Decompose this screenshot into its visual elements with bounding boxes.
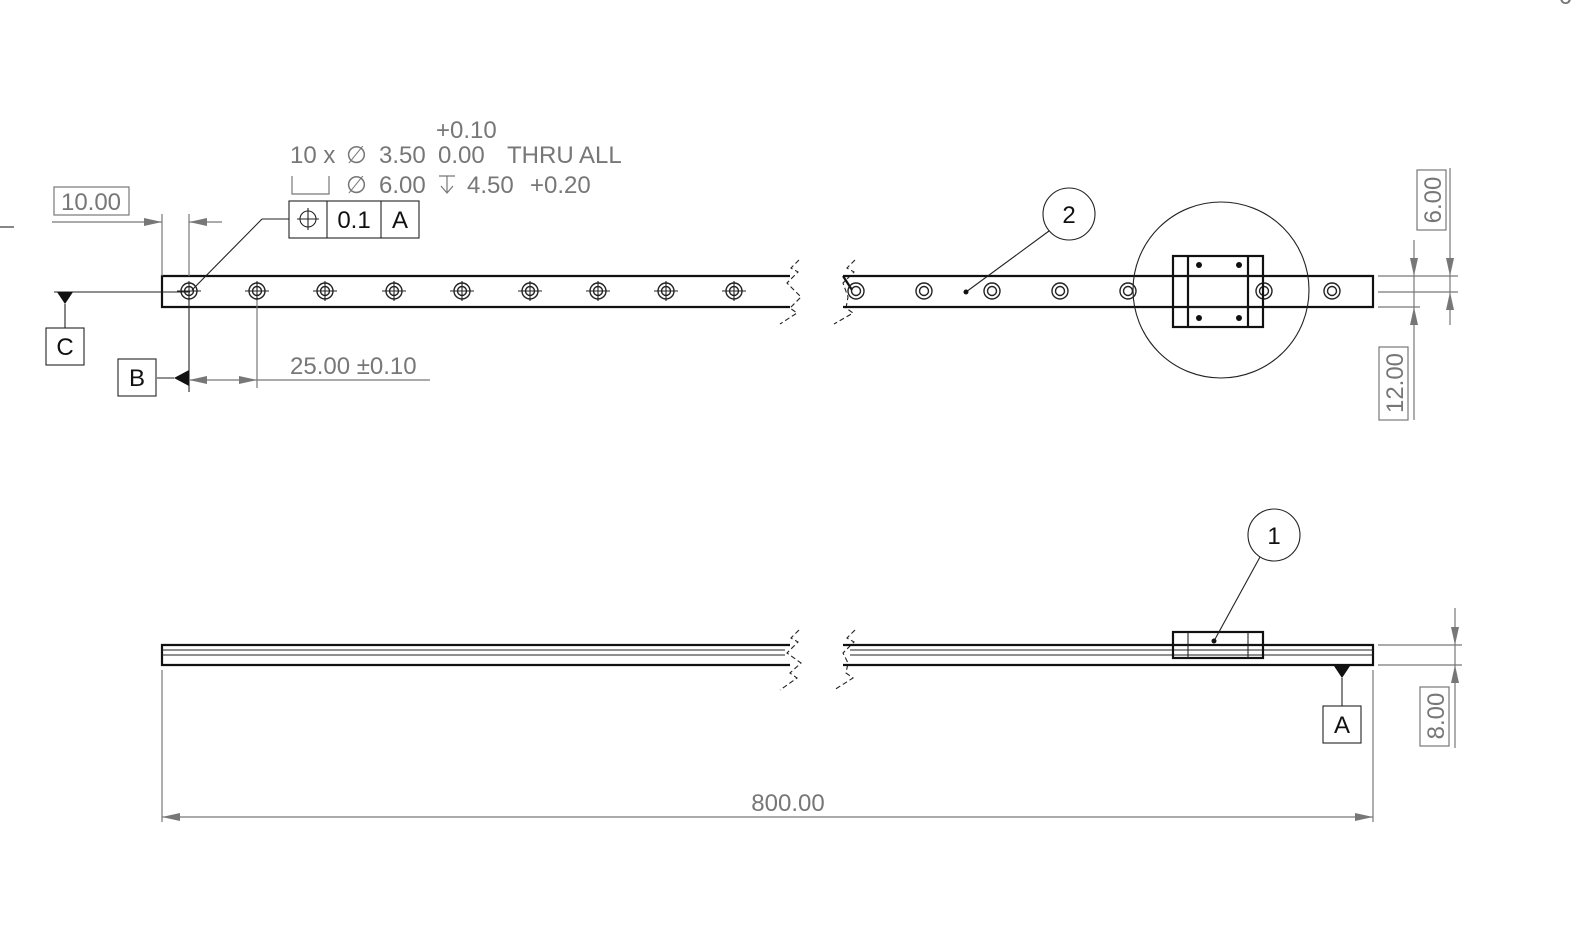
mounting-hole: [847, 282, 865, 300]
fcf-tolerance: 0.1: [337, 207, 370, 234]
datum-c: C: [45, 291, 190, 366]
mounting-hole: [450, 281, 474, 301]
dim-pitch: 25.00 ±0.10: [189, 300, 430, 388]
break-line-left-front: [779, 629, 802, 691]
datum-a: A: [1322, 666, 1362, 744]
mounting-hole: [1051, 282, 1069, 300]
rail-width-value: 12.00: [1382, 353, 1409, 413]
mounting-hole: [983, 282, 1001, 300]
pitch-value: 25.00 ±0.10: [290, 353, 417, 380]
datum-c-label: C: [56, 334, 73, 361]
fcf-datum: A: [392, 207, 408, 234]
balloon-rail: 2: [963, 187, 1096, 295]
block-height-value: 8.00: [1423, 693, 1450, 740]
mounting-holes-left: [177, 281, 746, 301]
depth-tolerance: +0.20: [530, 172, 591, 199]
cbore-diameter: 6.00: [379, 172, 426, 199]
mounting-hole: [1323, 282, 1341, 300]
carriage-top-view: [1132, 201, 1310, 379]
datum-a-label: A: [1334, 712, 1350, 739]
rail-break-edge: [842, 275, 853, 291]
carriage-screw: [1196, 315, 1202, 321]
mounting-hole: [586, 281, 610, 301]
hole-callout: 10 x ∅ 3.50 +0.10 0.00 THRU ALL ∅ 6.00 4…: [191, 117, 622, 291]
datum-b-label: B: [129, 365, 145, 392]
dim-overall-length: 800.00: [161, 670, 1374, 822]
dim-edge-offset: 10.00: [52, 186, 222, 276]
tol-upper: +0.10: [436, 117, 497, 144]
datum-b: B: [117, 292, 190, 397]
mounting-holes-right: [847, 282, 1341, 300]
rail-height-value: 6.00: [1420, 177, 1447, 224]
thru-all: THRU ALL: [507, 142, 622, 169]
edge-offset-value: 10.00: [61, 189, 121, 216]
mounting-hole: [915, 282, 933, 300]
mounting-hole: [518, 281, 542, 301]
diameter-symbol: ∅: [346, 142, 367, 169]
hole-count: 10 x: [290, 142, 335, 169]
carriage-screw: [1196, 262, 1202, 268]
mounting-hole: [654, 281, 678, 301]
detail-circle: [1132, 201, 1310, 379]
mounting-hole: [245, 281, 269, 301]
break-line-right-front: [833, 629, 856, 691]
sheet-corner-mark: 6: [1559, 0, 1572, 10]
dim-block-height: 8.00: [1378, 608, 1462, 748]
dim-rail-height: 6.00: [1378, 168, 1458, 325]
overall-length-value: 800.00: [751, 790, 824, 817]
mounting-hole: [313, 281, 337, 301]
carriage-side-view: [1171, 630, 1265, 660]
carriage-screw: [1236, 315, 1242, 321]
carriage-body: [1171, 254, 1265, 329]
front-view: 1 A 8.00 800.00: [160, 508, 1462, 822]
balloon-carriage-label: 1: [1267, 523, 1280, 550]
mounting-hole: [382, 281, 406, 301]
carriage-screw: [1236, 262, 1242, 268]
mounting-hole: [722, 281, 746, 301]
tol-lower: 0.00: [438, 142, 485, 169]
cbore-depth: 4.50: [467, 172, 514, 199]
depth-icon: [439, 175, 455, 194]
dim-rail-width: 12.00: [1378, 240, 1418, 421]
break-line-right: [833, 259, 856, 325]
cbore-icon: [291, 176, 330, 195]
hole-diameter: 3.50: [379, 142, 426, 169]
rail-top-right-segment: [843, 274, 1375, 309]
diameter-symbol: ∅: [346, 172, 367, 199]
break-line-left: [779, 259, 802, 325]
balloon-carriage: 1: [1211, 508, 1301, 644]
balloon-rail-label: 2: [1062, 202, 1075, 229]
top-view: C B 10.00 25.00 ±0.10: [0, 117, 1458, 421]
feature-control-frame: 0.1 A: [288, 200, 420, 239]
